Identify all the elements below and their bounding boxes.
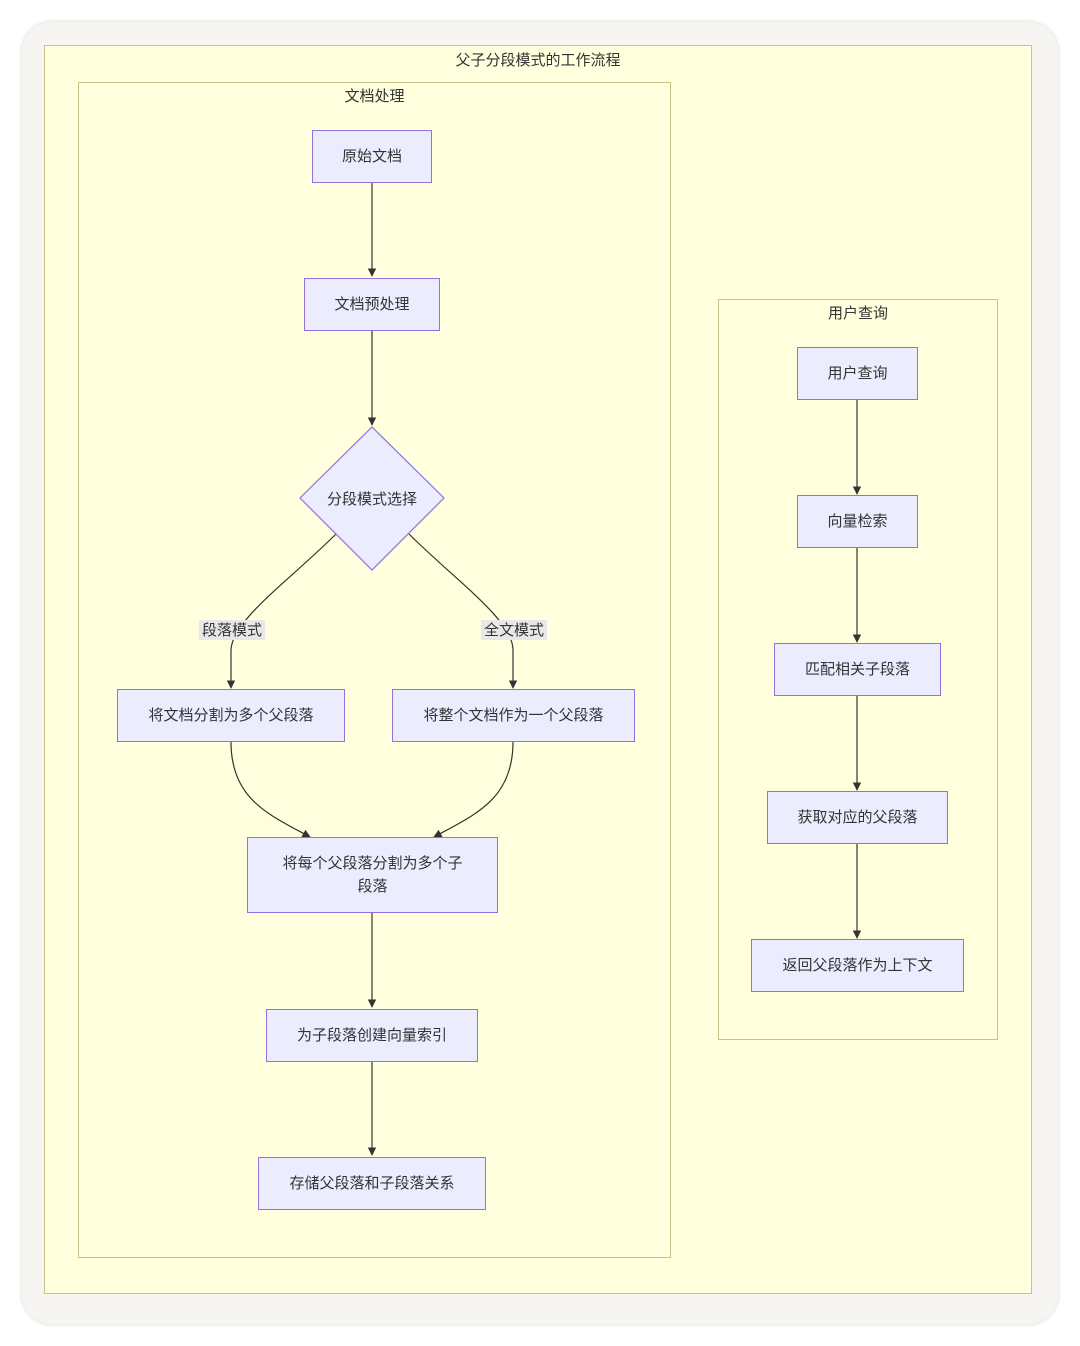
node-vector-index: 为子段落创建向量索引 — [266, 1009, 478, 1062]
node-vector-index-label: 为子段落创建向量索引 — [296, 1026, 447, 1044]
node-store-relation: 存储父段落和子段落关系 — [258, 1157, 486, 1210]
node-mode-select-label: 分段模式选择 — [326, 489, 417, 508]
node-get-parents-label: 获取对应的父段落 — [797, 808, 918, 826]
node-vector-search-label: 向量检索 — [827, 512, 888, 530]
node-whole-parent: 将整个文档作为一个父段落 — [392, 689, 635, 742]
node-get-parents: 获取对应的父段落 — [767, 791, 948, 844]
diagram-title: 父子分段模式的工作流程 — [455, 51, 621, 69]
node-preprocess-label: 文档预处理 — [334, 295, 410, 313]
node-split-parents: 将文档分割为多个父段落 — [117, 689, 345, 742]
node-raw-document-label: 原始文档 — [341, 147, 402, 165]
edge-split-parents-to-children — [230, 741, 311, 838]
node-vector-search: 向量检索 — [797, 495, 918, 548]
node-raw-document: 原始文档 — [312, 130, 432, 183]
node-return-context-label: 返回父段落作为上下文 — [782, 956, 933, 974]
node-store-relation-label: 存储父段落和子段落关系 — [289, 1174, 455, 1192]
node-whole-parent-label: 将整个文档作为一个父段落 — [423, 706, 604, 724]
node-match-children: 匹配相关子段落 — [774, 643, 941, 696]
node-split-children-label-line1: 将每个父段落分割为多个子 — [282, 854, 463, 872]
node-split-children: 将每个父段落分割为多个子 段落 — [247, 837, 498, 913]
edge-label-fulltext-mode: 全文模式 — [481, 620, 548, 640]
edge-label-paragraph-mode: 段落模式 — [199, 620, 266, 640]
cluster-title-document-processing: 文档处理 — [344, 87, 405, 105]
node-user-query: 用户查询 — [797, 347, 918, 400]
cluster-title-user-query: 用户查询 — [827, 304, 888, 322]
edge-select-to-split-parents — [226, 533, 337, 689]
node-split-children-label-line2: 段落 — [357, 877, 388, 895]
node-match-children-label: 匹配相关子段落 — [804, 660, 910, 678]
node-preprocess: 文档预处理 — [304, 278, 440, 331]
node-return-context: 返回父段落作为上下文 — [751, 939, 964, 992]
decision-diamond — [299, 426, 445, 571]
edge-select-to-whole-parent — [408, 533, 518, 689]
node-split-parents-label: 将文档分割为多个父段落 — [148, 706, 314, 724]
node-user-query-label: 用户查询 — [827, 364, 888, 382]
edge-whole-parent-to-children — [433, 741, 514, 838]
